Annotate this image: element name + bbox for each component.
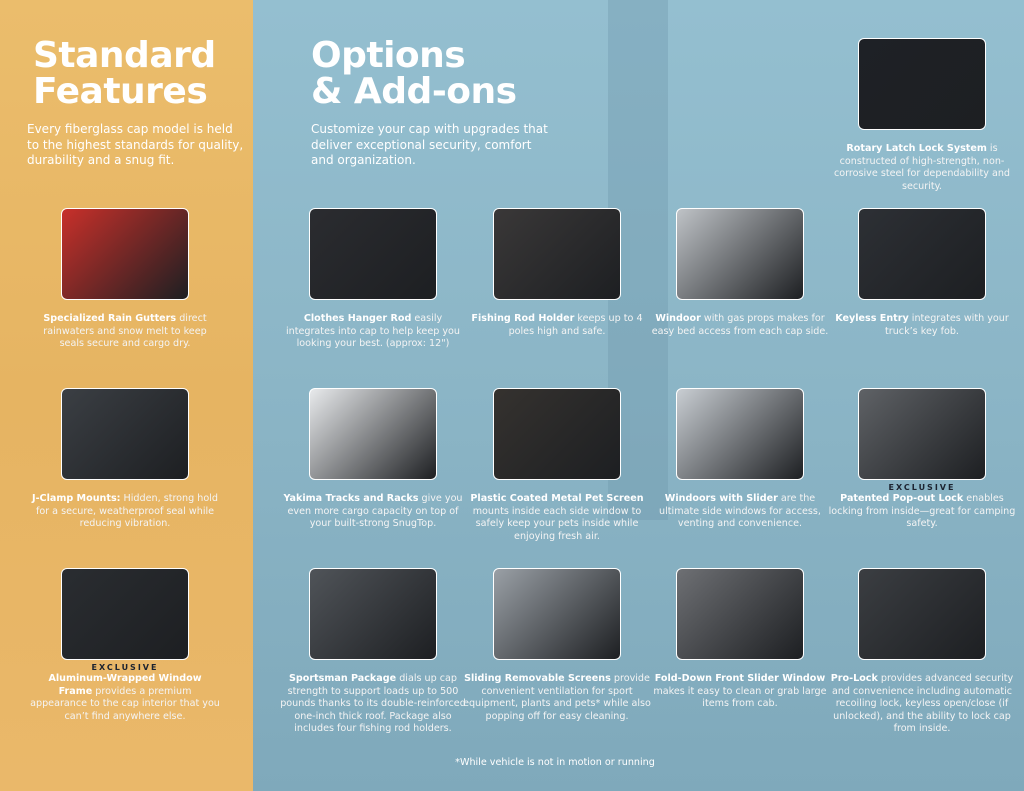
fold-down-photo bbox=[676, 568, 804, 660]
pet-screen-description: Plastic Coated Metal Pet Screen mounts i… bbox=[462, 493, 652, 543]
window-frame-exclusive-label: EXCLUSIVE bbox=[91, 663, 159, 672]
feature-text: easily integrates into cap to help keep … bbox=[285, 313, 460, 350]
sliding-screens-photo bbox=[493, 568, 621, 660]
popout-lock-description: Patented Pop-out Lock enables locking fr… bbox=[827, 493, 1017, 531]
popout-lock-exclusive-label: EXCLUSIVE bbox=[888, 483, 956, 492]
sportsman-photo bbox=[309, 568, 437, 660]
standard-title-line1: Standard bbox=[33, 35, 216, 76]
standard-intro: Every fiberglass cap model is held to th… bbox=[27, 122, 244, 167]
feature-name: Sportsman Package bbox=[288, 673, 397, 684]
yakima-photo bbox=[309, 388, 437, 480]
feature-text: enables locking from inside—great for ca… bbox=[828, 493, 1016, 530]
feature-name: Keyless Entry bbox=[835, 313, 909, 324]
options-intro: Customize your cap with upgrades that de… bbox=[311, 122, 548, 167]
windoor-slider-photo bbox=[676, 388, 804, 480]
feature-name: Plastic Coated Metal Pet Screen bbox=[470, 493, 644, 504]
feature-name: Windoors with Slider bbox=[664, 493, 778, 504]
feature-name: Yakima Tracks and Racks bbox=[283, 493, 419, 504]
feature-name: Aluminum-Wrapped Window Frame bbox=[48, 673, 202, 697]
windoor-description: Windoor with gas props makes for easy be… bbox=[645, 313, 835, 338]
feature-name: Windoor bbox=[655, 313, 701, 324]
window-frame-description: Aluminum-Wrapped Window Frame provides a… bbox=[30, 673, 220, 723]
feature-text: provides a premium appearance to the cap… bbox=[30, 685, 220, 722]
feature-text: with gas props makes for easy bed access… bbox=[651, 313, 829, 337]
window-frame-photo bbox=[61, 568, 189, 660]
feature-text: are the ultimate side windows for access… bbox=[659, 493, 821, 530]
fishing-rod-photo bbox=[493, 208, 621, 300]
j-clamp-description: J-Clamp Mounts: Hidden, strong hold for … bbox=[30, 493, 220, 531]
feature-text: integrates with your truck’s key fob. bbox=[885, 313, 1009, 337]
pro-lock-description: Pro-Lock provides advanced security and … bbox=[827, 673, 1017, 736]
sportsman-description: Sportsman Package dials up cap strength … bbox=[278, 673, 468, 736]
feature-name: Patented Pop-out Lock bbox=[840, 493, 964, 504]
hanger-rod-description: Clothes Hanger Rod easily integrates int… bbox=[278, 313, 468, 351]
pet-screen-photo bbox=[493, 388, 621, 480]
rotary-latch-photo bbox=[858, 38, 986, 130]
hanger-rod-photo bbox=[309, 208, 437, 300]
feature-text: give you even more cargo capacity on top… bbox=[287, 493, 463, 530]
standard-title-line2: Features bbox=[33, 71, 208, 112]
pro-lock-photo bbox=[858, 568, 986, 660]
keyless-description: Keyless Entry integrates with your truck… bbox=[827, 313, 1017, 338]
feature-text: direct rainwaters and snow melt to keep … bbox=[43, 313, 207, 350]
standard-title: Standard Features bbox=[33, 38, 216, 110]
feature-text: provides advanced security and convenien… bbox=[831, 673, 1014, 735]
windoor-slider-description: Windoors with Slider are the ultimate si… bbox=[645, 493, 835, 531]
feature-name: Rotary Latch Lock System bbox=[846, 143, 987, 154]
options-title-line1: Options bbox=[311, 35, 466, 76]
rotary-latch-description: Rotary Latch Lock System is constructed … bbox=[827, 143, 1017, 193]
windoor-photo bbox=[676, 208, 804, 300]
sliding-screens-description: Sliding Removable Screens provide conven… bbox=[462, 673, 652, 723]
fishing-rod-description: Fishing Rod Holder keeps up to 4 poles h… bbox=[462, 313, 652, 338]
options-title-line2: & Add-ons bbox=[311, 71, 517, 112]
yakima-description: Yakima Tracks and Racks give you even mo… bbox=[278, 493, 468, 531]
feature-text: is constructed of high-strength, non-cor… bbox=[834, 143, 1010, 192]
feature-text: keeps up to 4 poles high and safe. bbox=[508, 313, 643, 337]
rain-gutters-description: Specialized Rain Gutters direct rainwate… bbox=[30, 313, 220, 351]
popout-lock-photo bbox=[858, 388, 986, 480]
feature-name: Fold-Down Front Slider Window bbox=[654, 673, 826, 684]
feature-name: Clothes Hanger Rod bbox=[303, 313, 412, 324]
feature-name: Pro-Lock bbox=[830, 673, 878, 684]
feature-name: Fishing Rod Holder bbox=[471, 313, 575, 324]
feature-text: dials up cap strength to support loads u… bbox=[280, 673, 466, 735]
j-clamp-photo bbox=[61, 388, 189, 480]
feature-text: Hidden, strong hold for a secure, weathe… bbox=[35, 493, 218, 530]
fold-down-description: Fold-Down Front Slider Window makes it e… bbox=[645, 673, 835, 711]
feature-text: provide convenient ventilation for sport… bbox=[463, 673, 651, 722]
feature-text: mounts inside each side window to safely… bbox=[472, 505, 642, 542]
footnote: *While vehicle is not in motion or runni… bbox=[455, 757, 655, 768]
feature-name: J-Clamp Mounts: bbox=[32, 493, 121, 504]
rain-gutters-photo bbox=[61, 208, 189, 300]
feature-text: makes it easy to clean or grab large ite… bbox=[653, 685, 827, 710]
feature-name: Specialized Rain Gutters bbox=[43, 313, 177, 324]
options-title: Options & Add-ons bbox=[311, 38, 517, 110]
keyless-photo bbox=[858, 208, 986, 300]
feature-name: Sliding Removable Screens bbox=[464, 673, 611, 684]
